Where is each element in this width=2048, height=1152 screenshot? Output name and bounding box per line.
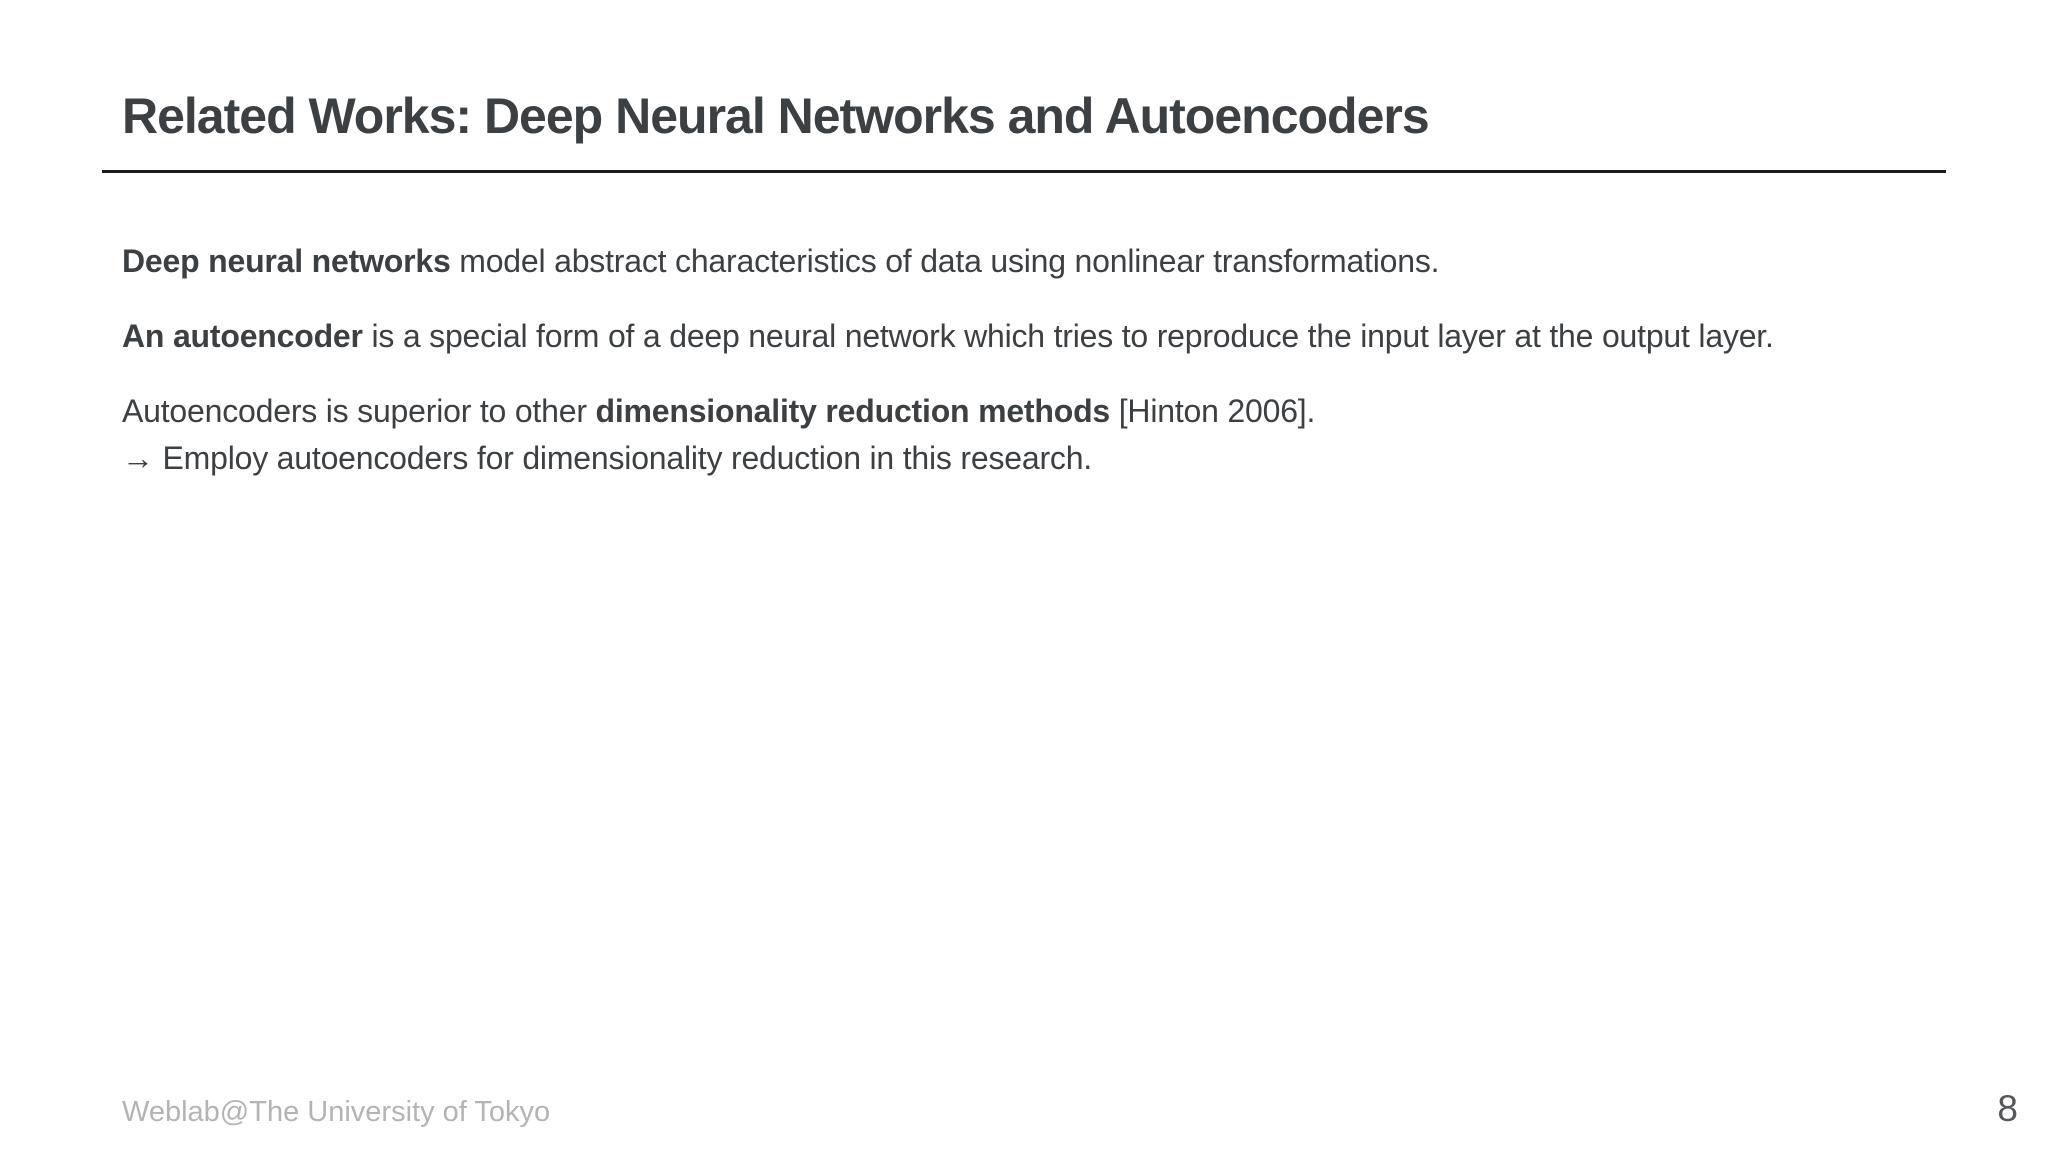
footer-credit: Weblab@The University of Tokyo <box>122 1096 551 1128</box>
slide-title: Related Works: Deep Neural Networks and … <box>122 88 1430 144</box>
paragraph-text: model abstract characteristics of data u… <box>450 243 1440 279</box>
paragraph-deep-neural-networks: Deep neural networks model abstract char… <box>122 238 2008 285</box>
slide-body: Deep neural networks model abstract char… <box>122 238 2008 510</box>
paragraph-bold-lead: Deep neural networks <box>122 243 451 279</box>
paragraph-autoencoder: An autoencoder is a special form of a de… <box>122 313 2008 360</box>
page-number: 8 <box>1997 1088 2018 1129</box>
paragraph-text: is a special form of a deep neural netwo… <box>362 318 1774 354</box>
paragraph-bold-phrase: dimensionality reduction methods <box>595 393 1111 429</box>
slide-footer: Weblab@The University of Tokyo 8 <box>122 1088 2018 1130</box>
paragraph-dimensionality-reduction: Autoencoders is superior to other dimens… <box>122 388 2008 482</box>
paragraph-text: Autoencoders is superior to other <box>122 393 596 429</box>
paragraph-citation: [Hinton 2006]. <box>1110 393 1316 429</box>
paragraph-bold-lead: An autoencoder <box>122 318 363 354</box>
paragraph-arrow-line: → Employ autoencoders for dimensionality… <box>122 440 1092 476</box>
paragraph-line-1: Autoencoders is superior to other dimens… <box>122 388 2008 435</box>
title-divider-line <box>102 170 1946 173</box>
